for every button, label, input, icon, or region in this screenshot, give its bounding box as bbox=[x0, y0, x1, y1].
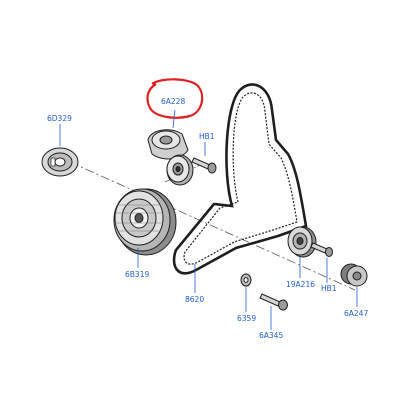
label-washer: 6359 bbox=[237, 314, 256, 323]
tensioner-axis bbox=[164, 164, 201, 183]
pulley-cover bbox=[340, 263, 368, 287]
idler-pulley bbox=[287, 226, 317, 258]
crankshaft-pulley bbox=[113, 188, 177, 256]
label-bolt: 6A345 bbox=[259, 331, 283, 340]
washer bbox=[240, 273, 252, 287]
label-tensioner: 6A228 bbox=[161, 97, 185, 106]
label-idler-bolt: HB1 bbox=[321, 284, 337, 293]
label-cover: 6A247 bbox=[344, 309, 368, 318]
label-belt: 8620 bbox=[185, 295, 204, 304]
label-damper: 6D329 bbox=[47, 114, 72, 123]
tensioner-bolt bbox=[191, 157, 217, 174]
label-idler: 19A216 bbox=[286, 280, 315, 289]
label-tensioner-bolt: HB1 bbox=[199, 132, 215, 141]
leader-tensioner bbox=[172, 109, 176, 129]
drive-belt bbox=[172, 83, 308, 275]
bolt bbox=[259, 293, 288, 311]
alignment-axis bbox=[69, 161, 356, 291]
label-crank-pulley: 6B319 bbox=[125, 270, 149, 279]
tensioner-assembly bbox=[147, 129, 194, 186]
highlight-circle bbox=[146, 78, 204, 119]
damper-disc bbox=[41, 147, 79, 177]
idler-bolt bbox=[310, 242, 333, 257]
